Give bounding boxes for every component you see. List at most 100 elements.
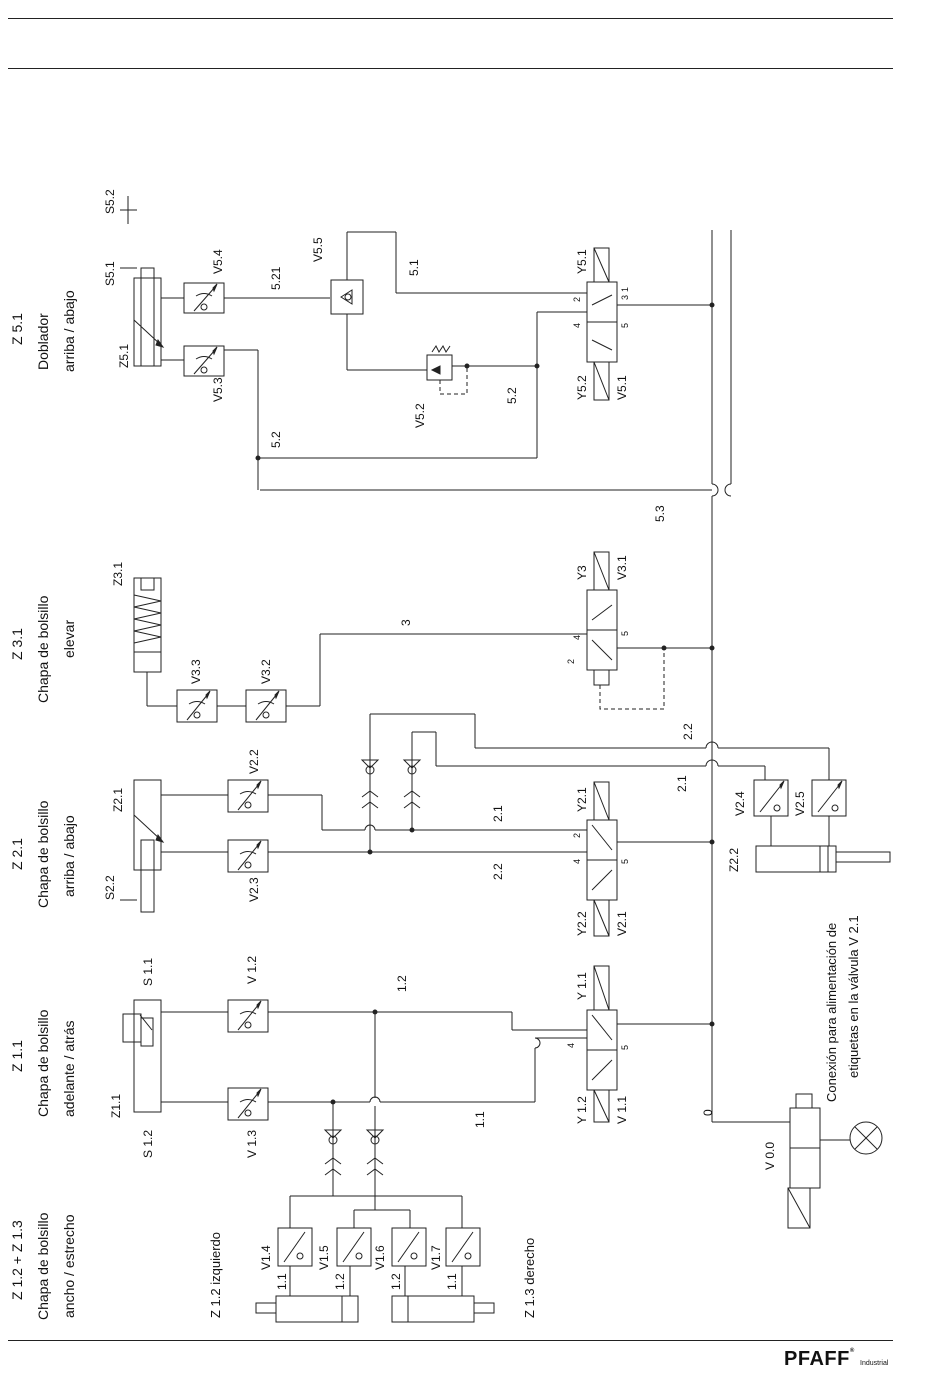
- svg-text:2.2: 2.2: [491, 863, 505, 880]
- svg-text:V5.3: V5.3: [211, 377, 225, 402]
- svg-text:2.1: 2.1: [675, 775, 689, 792]
- svg-text:5.1: 5.1: [407, 259, 421, 276]
- svg-text:2: 2: [572, 833, 582, 838]
- group-z21: [120, 713, 891, 937]
- svg-text:Y5.2: Y5.2: [575, 375, 589, 400]
- svg-text:Z3.1: Z3.1: [111, 562, 125, 586]
- svg-text:Z 1.1: Z 1.1: [9, 1040, 25, 1072]
- svg-text:5.21: 5.21: [269, 266, 283, 290]
- svg-text:V1.7: V1.7: [429, 1245, 443, 1270]
- svg-text:V2.5: V2.5: [793, 791, 807, 816]
- svg-text:Y5.1: Y5.1: [575, 249, 589, 274]
- svg-text:Doblador: Doblador: [35, 313, 51, 370]
- svg-text:V5.1: V5.1: [615, 375, 629, 400]
- group-z11: [122, 965, 883, 1229]
- title-z51: Z 5.1 Doblador arriba / abajo: [9, 290, 77, 372]
- svg-text:3: 3: [620, 295, 630, 300]
- svg-text:V1.5: V1.5: [317, 1245, 331, 1270]
- supply-bus: [260, 230, 732, 1122]
- svg-text:V2.2: V2.2: [247, 749, 261, 774]
- svg-text:V1.6: V1.6: [373, 1245, 387, 1270]
- svg-text:V3.1: V3.1: [615, 555, 629, 580]
- svg-text:Z2.2: Z2.2: [727, 848, 741, 872]
- svg-text:V1.4: V1.4: [259, 1245, 273, 1270]
- svg-text:arriba / abajo: arriba / abajo: [61, 815, 77, 897]
- svg-text:ancho / estrecho: ancho / estrecho: [61, 1214, 77, 1318]
- title-z1213: Z 1.2 + Z 1.3 Chapa de bolsillo ancho / …: [9, 1212, 77, 1320]
- svg-text:arriba / abajo: arriba / abajo: [61, 290, 77, 372]
- svg-text:4: 4: [572, 859, 582, 864]
- svg-text:5.2: 5.2: [505, 387, 519, 404]
- supply-note: Conexión para alimentación de etiquetas …: [824, 915, 861, 1102]
- svg-text:1.1: 1.1: [445, 1273, 459, 1290]
- svg-text:S 1.2: S 1.2: [141, 1130, 155, 1158]
- svg-text:2.2: 2.2: [681, 723, 695, 740]
- svg-text:5: 5: [620, 859, 630, 864]
- svg-text:4: 4: [572, 635, 582, 640]
- svg-text:Chapa de bolsillo: Chapa de bolsillo: [35, 800, 51, 908]
- svg-text:V2.3: V2.3: [247, 877, 261, 902]
- svg-text:5.2: 5.2: [269, 431, 283, 448]
- svg-text:Z5.1: Z5.1: [117, 344, 131, 368]
- svg-text:1.1: 1.1: [275, 1273, 289, 1290]
- component-labels: S5.2 S5.1 Z5.1 V5.4 V5.3 5.21 V5.5 5.1 V…: [103, 189, 807, 1318]
- svg-text:Z 1.3 derecho: Z 1.3 derecho: [522, 1238, 537, 1318]
- svg-text:4: 4: [566, 1043, 576, 1048]
- title-z21: Z 2.1 Chapa de bolsillo arriba / abajo: [9, 800, 77, 908]
- svg-text:Chapa de bolsillo: Chapa de bolsillo: [35, 1009, 51, 1117]
- svg-text:Z 3.1: Z 3.1: [9, 628, 25, 660]
- svg-text:V 1.3: V 1.3: [245, 1130, 259, 1158]
- svg-text:3: 3: [399, 619, 413, 626]
- svg-text:2: 2: [572, 297, 582, 302]
- svg-text:Y2.1: Y2.1: [575, 787, 589, 812]
- svg-text:S5.2: S5.2: [103, 189, 117, 214]
- svg-text:1.2: 1.2: [389, 1273, 403, 1290]
- group-z51: [120, 196, 715, 490]
- pfaff-logo: PFAFF®: [784, 1348, 855, 1370]
- svg-text:Z 1.2 + Z 1.3: Z 1.2 + Z 1.3: [9, 1220, 25, 1300]
- svg-text:Z 5.1: Z 5.1: [9, 313, 25, 345]
- svg-text:Y2.2: Y2.2: [575, 911, 589, 936]
- svg-text:V3.2: V3.2: [259, 659, 273, 684]
- top-rule-2: [8, 68, 893, 69]
- svg-text:Z1.1: Z1.1: [109, 1094, 123, 1118]
- group-z31: [133, 551, 715, 723]
- svg-text:4: 4: [572, 323, 582, 328]
- svg-text:Y 1.2: Y 1.2: [575, 1096, 589, 1124]
- svg-text:V2.1: V2.1: [615, 911, 629, 936]
- title-z31: Z 3.1 Chapa de bolsillo elevar: [9, 595, 77, 703]
- svg-text:5: 5: [620, 631, 630, 636]
- svg-text:Z 2.1: Z 2.1: [9, 838, 25, 870]
- svg-text:Chapa de bolsillo: Chapa de bolsillo: [35, 595, 51, 703]
- group-z1213: [255, 1195, 495, 1323]
- svg-text:5.3: 5.3: [653, 505, 667, 522]
- svg-text:Conexión para alimentación de: Conexión para alimentación de: [824, 923, 839, 1102]
- top-rule-1: [8, 18, 893, 19]
- svg-text:Y 1.1: Y 1.1: [575, 972, 589, 1000]
- svg-text:2: 2: [566, 659, 576, 664]
- svg-text:S5.1: S5.1: [103, 261, 117, 286]
- svg-text:V2.4: V2.4: [733, 791, 747, 816]
- svg-text:Z2.1: Z2.1: [111, 788, 125, 812]
- svg-text:Y3: Y3: [575, 565, 589, 580]
- svg-text:S 1.1: S 1.1: [141, 958, 155, 986]
- svg-text:1.2: 1.2: [395, 975, 409, 992]
- svg-text:1: 1: [620, 287, 630, 292]
- svg-text:V5.5: V5.5: [311, 237, 325, 262]
- svg-text:elevar: elevar: [61, 620, 77, 658]
- pfaff-logo-sub: Industrial: [860, 1360, 889, 1367]
- title-z11: Z 1.1 Chapa de bolsillo adelante / atrás: [9, 1009, 77, 1117]
- bottom-rule: [8, 1340, 893, 1341]
- svg-text:adelante / atrás: adelante / atrás: [61, 1020, 77, 1117]
- svg-text:5: 5: [620, 1045, 630, 1050]
- svg-text:1.1: 1.1: [473, 1111, 487, 1128]
- svg-text:2.1: 2.1: [491, 805, 505, 822]
- svg-text:5: 5: [620, 323, 630, 328]
- svg-text:Chapa de bolsillo: Chapa de bolsillo: [35, 1212, 51, 1320]
- svg-text:etiquetas en la válvula V 2.1: etiquetas en la válvula V 2.1: [846, 915, 861, 1078]
- svg-text:V5.2: V5.2: [413, 403, 427, 428]
- svg-text:V3.3: V3.3: [189, 659, 203, 684]
- svg-text:V 1.2: V 1.2: [245, 956, 259, 984]
- svg-text:V 0.0: V 0.0: [763, 1142, 777, 1170]
